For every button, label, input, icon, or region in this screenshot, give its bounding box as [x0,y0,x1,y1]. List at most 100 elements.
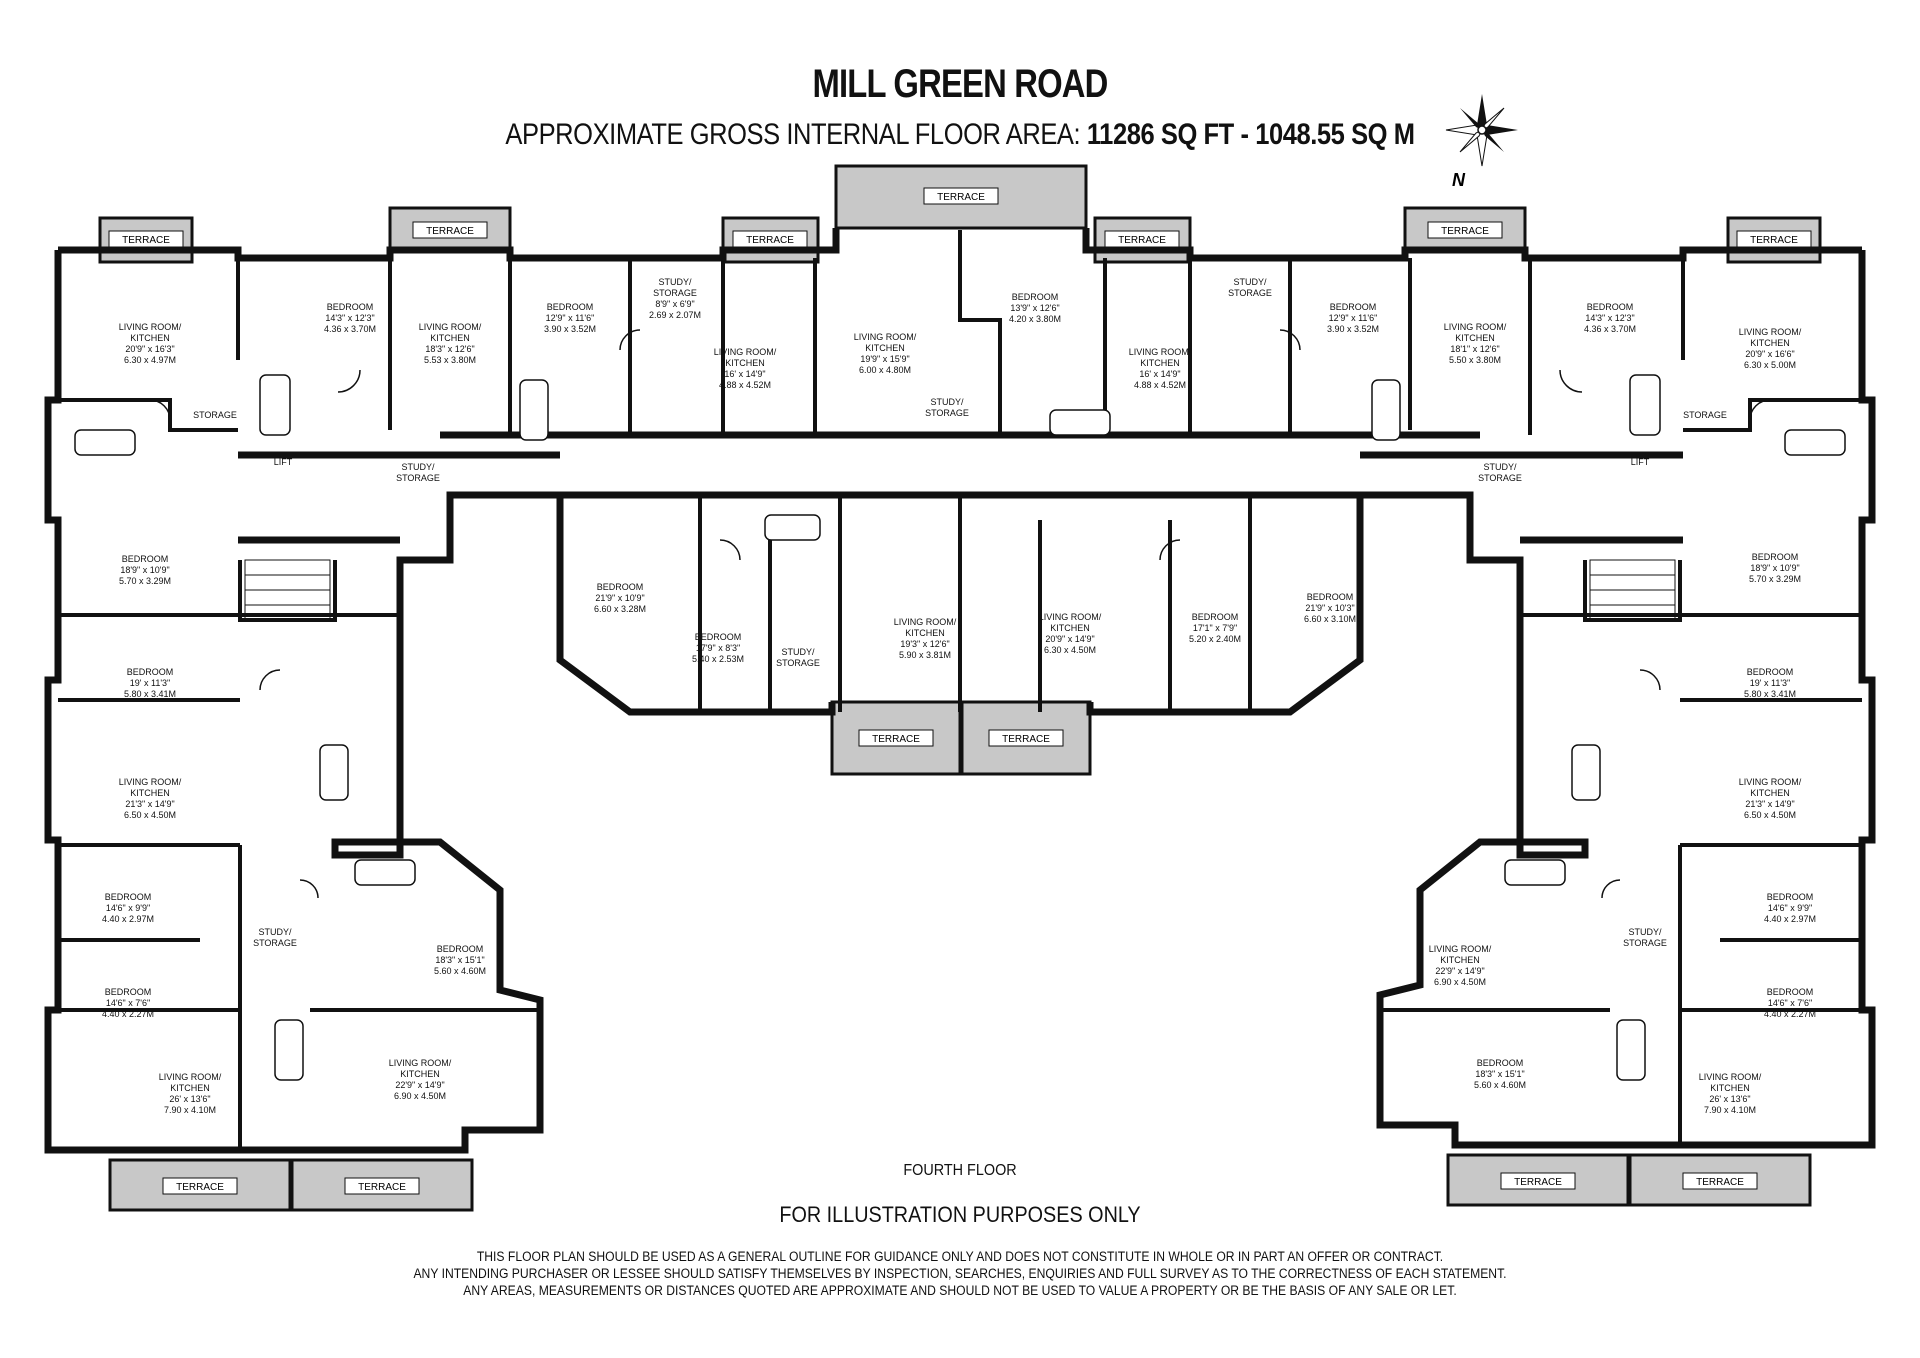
bathtub-icon [74,429,136,456]
bathtub-icon [1049,409,1111,436]
terrace-label-box [923,187,999,205]
terrace-label-box [412,221,488,239]
floor-area-label: APPROXIMATE GROSS INTERNAL FLOOR AREA: [505,118,1081,151]
floor-area-subtitle: APPROXIMATE GROSS INTERNAL FLOOR AREA: 1… [144,118,1776,152]
terrace [290,1158,474,1212]
compass-icon: N [1445,94,1518,190]
illustration-note: FOR ILLUSTRATION PURPOSES ONLY [779,1202,1141,1227]
room-label: STUDY/STORAGE [1478,462,1522,483]
bathtub-icon [319,744,349,801]
terrace-label-box [1427,221,1503,239]
terrace-label: TERRACE [1118,235,1166,246]
terrace-label: TERRACE [176,1182,224,1193]
room-label: STORAGE [1683,410,1727,420]
terrace-label: TERRACE [358,1182,406,1193]
room-label: STUDY/STORAGE [925,397,969,418]
bathtub-icon [1784,429,1846,456]
room-label: STUDY/STORAGE [1623,927,1667,948]
bathtub-icon [1571,744,1601,801]
terrace-label-box [988,729,1064,747]
floor-area-value: 11286 SQ FT - 1048.55 SQ M [1086,118,1415,151]
bathtub-icon [1616,1019,1646,1081]
bathtubs-layer [74,374,1846,1081]
terrace-label: TERRACE [1514,1177,1562,1188]
terrace-label-box [108,230,184,248]
room-label: LIFT [274,457,293,467]
room-label: STUDY/STORAGE [253,927,297,948]
terrace-label-box [858,729,934,747]
room-label: LIFT [1631,457,1650,467]
terrace-label-box [732,230,808,248]
stairs-icon [244,559,1676,621]
terrace-label: TERRACE [937,192,985,203]
terrace-label: TERRACE [1696,1177,1744,1188]
terrace-label: TERRACE [426,226,474,237]
doors-layer [149,329,1771,899]
room-label: STORAGE [193,410,237,420]
bathtub-icon [1504,859,1566,886]
interior-walls-layer [58,230,1862,1150]
terrace [1403,206,1527,254]
terrace-label: TERRACE [1002,734,1050,745]
terrace-label: TERRACE [746,235,794,246]
terrace-label-box [344,1177,420,1195]
terrace-label-box [1736,230,1812,248]
terrace-label-box [1500,1172,1576,1190]
bathtub-icon [1629,374,1661,436]
bathtub-icon [259,374,291,436]
bathtub-icon [354,859,416,886]
compass-north-label: N [1452,170,1466,190]
disclaimer: THIS FLOOR PLAN SHOULD BE USED AS A GENE… [96,1248,1824,1299]
terrace-label-box [1104,230,1180,248]
bathtub-icon [764,514,821,541]
disclaimer-line: THIS FLOOR PLAN SHOULD BE USED AS A GENE… [476,1249,1444,1264]
floor-label: FOURTH FLOOR [903,1162,1017,1179]
bathtub-icon [519,379,549,441]
terrace-labels: TERRACE TERRACE TERRACE TERRACE TERRACE TERRA… [108,187,1812,1195]
bathtub-icon [1371,379,1401,441]
room-label: STUDY/STORAGE [776,647,820,668]
terrace-label: TERRACE [872,734,920,745]
disclaimer-line: ANY INTENDING PURCHASER OR LESSEE SHOULD… [413,1266,1507,1281]
room-label: STUDY/STORAGE [1228,277,1272,298]
walls-layer [44,228,1876,1154]
terrace-label: TERRACE [122,235,170,246]
terrace-label: TERRACE [1441,226,1489,237]
disclaimer-line: ANY AREAS, MEASUREMENTS OR DISTANCES QUO… [463,1283,1457,1298]
room-label: STUDY/STORAGE [396,462,440,483]
